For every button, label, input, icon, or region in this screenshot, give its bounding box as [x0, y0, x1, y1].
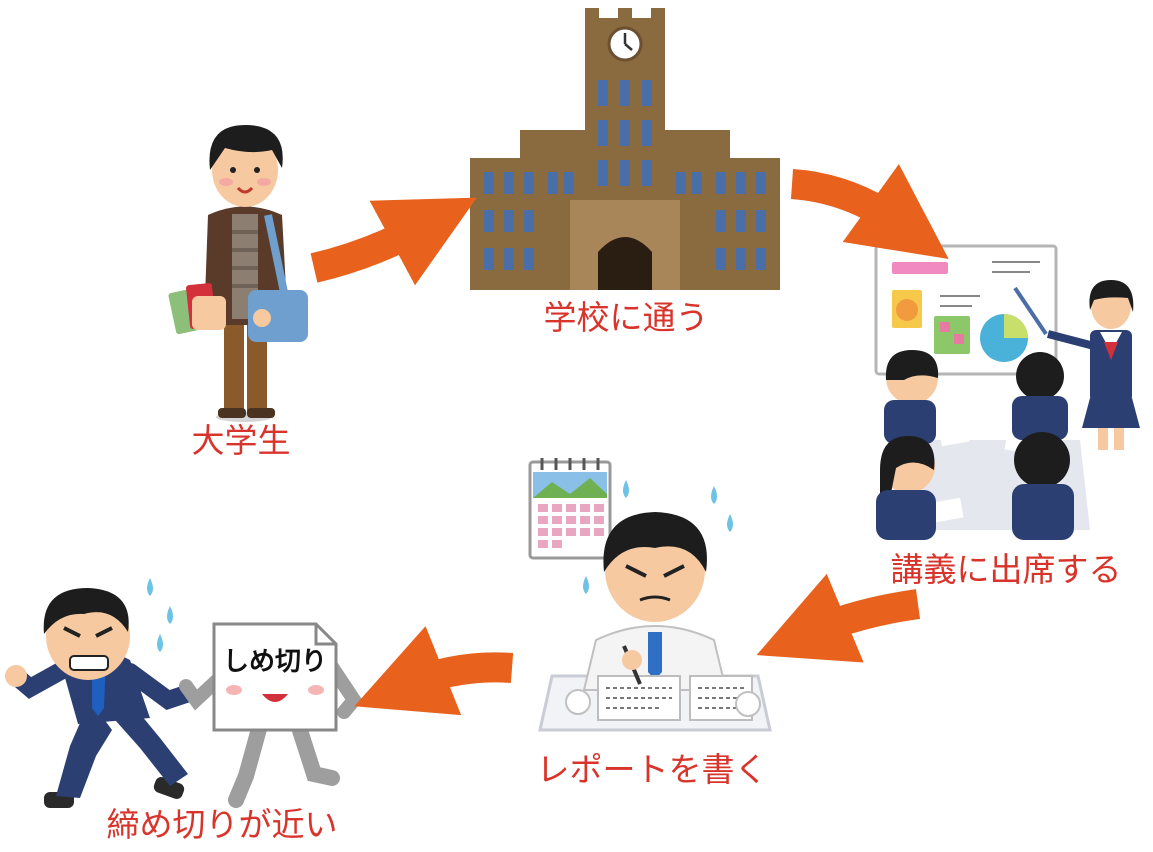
student-illustration: [168, 125, 308, 422]
deadline-sign-text: しめ切り: [223, 647, 327, 677]
label-student: 大学生: [191, 421, 291, 460]
deadline-illustration: しめ切り: [5, 578, 363, 808]
deadline-paper: しめ切り: [212, 622, 338, 732]
arrow-report-to-deadline: [354, 626, 514, 716]
label-deadline: 締め切りが近い: [106, 805, 338, 844]
label-lecture: 講義に出席する: [890, 550, 1122, 589]
label-school: 学校に通う: [543, 298, 709, 337]
arrow-school-to-lecture: [790, 164, 949, 260]
flow-arrows: [310, 164, 949, 716]
lecture-illustration: [874, 244, 1140, 540]
label-report: レポートを書く: [536, 750, 768, 789]
report-illustration: [528, 458, 772, 732]
school-illustration: [470, 8, 780, 290]
seated-students: [876, 350, 1074, 540]
calendar-icon: [528, 458, 612, 560]
arrow-lecture-to-report: [756, 573, 921, 663]
arrow-student-to-school: [310, 197, 477, 286]
